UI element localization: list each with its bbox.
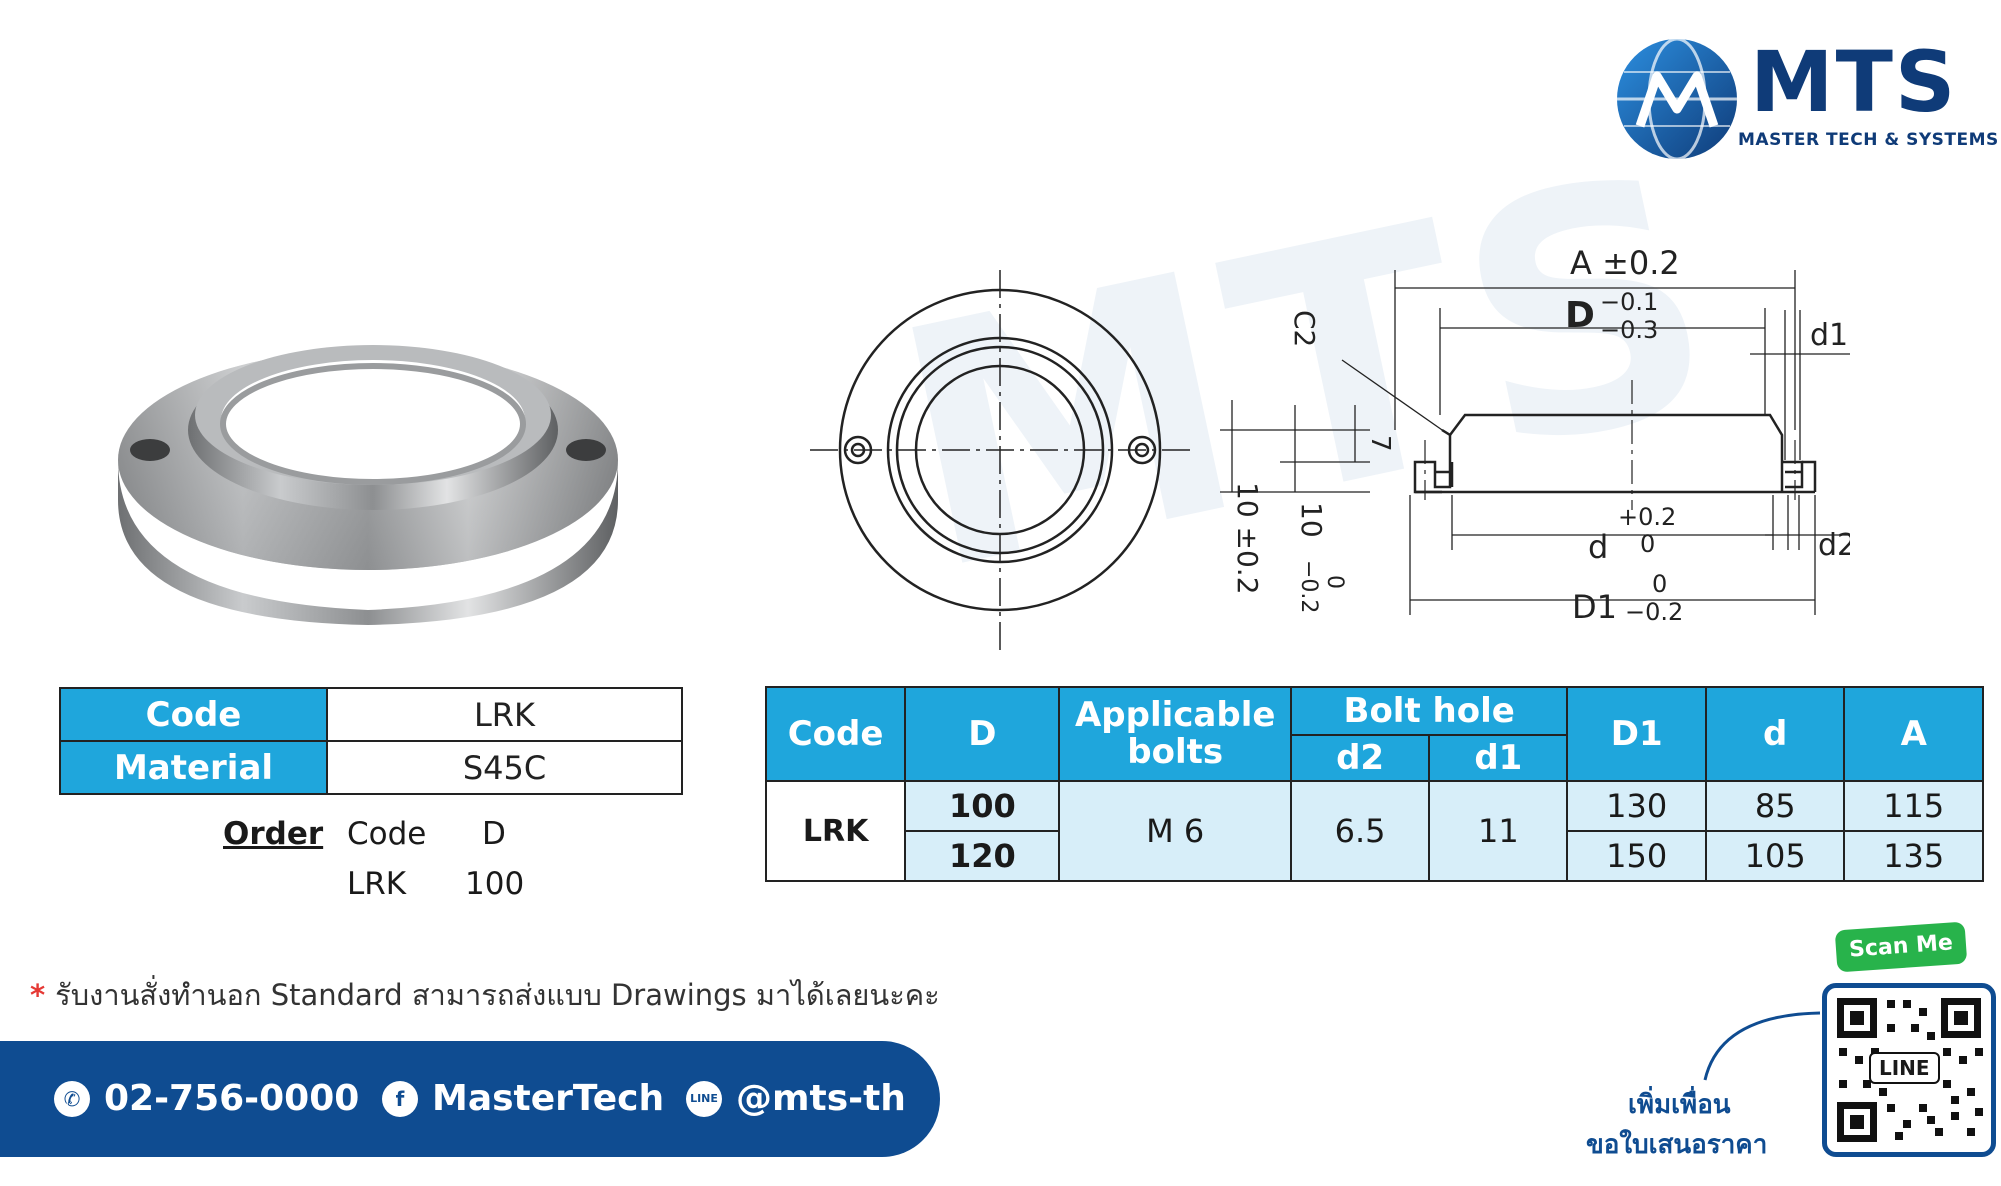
note-text: รับงานสั่งทำนอก Standard สามารถส่งแบบ Dr… [55,978,940,1012]
dim-7-label: 7 [1365,435,1395,452]
phone-icon: ✆ [54,1080,90,1117]
dim-A-label: A ±0.2 [1570,244,1680,282]
dim-D-tol-upper: −0.1 [1600,288,1658,316]
row-A: 135 [1843,830,1984,882]
dim-10b-label: 10 [1295,502,1328,538]
asterisk-icon: * [30,978,46,1012]
qr-pattern-icon [1837,998,1983,1142]
order-col-code: Code [347,816,427,852]
row-A: 115 [1843,780,1984,832]
material-value: S45C [326,740,683,795]
order-value-d: 100 [465,866,525,902]
add-friend-caption: เพิ่มเพื่อน [1628,1090,1731,1120]
header-d: d [1704,686,1846,782]
code-value: LRK [326,687,683,742]
dim-d2-label: d2 [1818,528,1850,563]
row-d1: 11 [1428,780,1569,882]
spec-table: Code LRK Material S45C [59,687,683,795]
code-label: Code [59,687,328,742]
brand-name: MTS [1750,33,1958,131]
dim-D-tol-lower: −0.3 [1600,316,1658,344]
row-d2: 6.5 [1289,780,1431,882]
facebook-link[interactable]: f MasterTech [382,1078,664,1119]
line-qr-badge: LINE [1869,1052,1940,1084]
header-D1: D1 [1566,686,1707,782]
row-D: 120 [904,830,1061,882]
row-D1: 150 [1566,830,1707,882]
header-bolt-hole: Bolt hole [1289,686,1569,736]
brand-tagline: MASTER TECH & SYSTEMS [1738,130,1999,150]
row-D: 100 [904,780,1061,832]
line-link[interactable]: LINE @mts-th [686,1078,906,1119]
dimensions-table: Code D Applicable bolts Bolt hole D1 d A… [764,686,1984,882]
dim-C2-label: C2 [1288,310,1321,347]
phone-number: 02-756-0000 [104,1078,360,1119]
section-view-drawing: A ±0.2 D −0.1 −0.3 C2 d1 d2 d +0.2 0 D1 … [1220,244,1850,626]
dim-d-tol-upper: +0.2 [1618,503,1676,531]
facebook-name: MasterTech [432,1078,665,1119]
row-D1: 130 [1566,780,1707,832]
dim-d-label: d [1588,528,1608,566]
custom-order-note: * รับงานสั่งทำนอก Standard สามารถส่งแบบ D… [30,972,940,1018]
phone-link[interactable]: ✆ 02-756-0000 [54,1078,359,1119]
dim-D1-tol-lower: −0.2 [1625,598,1683,626]
header-d1: d1 [1428,734,1569,782]
table-row: 120 150 105 135 [766,830,1984,882]
dim-D1-tol-upper: 0 [1652,570,1667,598]
order-value-code: LRK [347,866,407,902]
dim-10b-tol-lower: −0.2 [1296,560,1321,613]
contact-footer [0,1041,940,1157]
line-icon: LINE [686,1080,722,1117]
table-row: LRK 100 M 6 6.5 11 130 85 115 [764,780,1984,882]
mts-globe-logo-icon [1617,37,1737,161]
dim-D-label: D [1565,295,1595,336]
row-d: 105 [1704,830,1846,882]
header-d2: d2 [1289,734,1431,782]
front-view-drawing [810,270,1190,650]
row-code: LRK [764,780,907,882]
dim-10b-tol-upper: 0 [1322,575,1347,589]
dim-d-tol-lower: 0 [1640,530,1655,558]
order-col-d: D [482,816,506,852]
dim-d1-label: d1 [1810,318,1848,353]
dim-D1-label: D1 [1572,588,1617,626]
line-id: @mts-th [736,1078,906,1119]
facebook-icon: f [382,1080,418,1117]
request-quote-caption: ขอใบเสนอราคา [1586,1130,1768,1160]
row-bolts: M 6 [1058,780,1292,882]
order-label: Order [223,816,324,852]
header-code: Code [764,686,907,782]
product-ring-photo [118,345,618,625]
material-label: Material [59,740,328,795]
scan-me-badge: Scan Me [1834,921,1968,973]
dim-10a-label: 10 ±0.2 [1231,482,1264,595]
arrow-curve-icon [1703,1011,1821,1081]
header-applicable-bolts: Applicable bolts [1058,686,1292,782]
header-A: A [1843,686,1984,782]
row-d: 85 [1704,780,1846,832]
header-D: D [904,686,1061,782]
